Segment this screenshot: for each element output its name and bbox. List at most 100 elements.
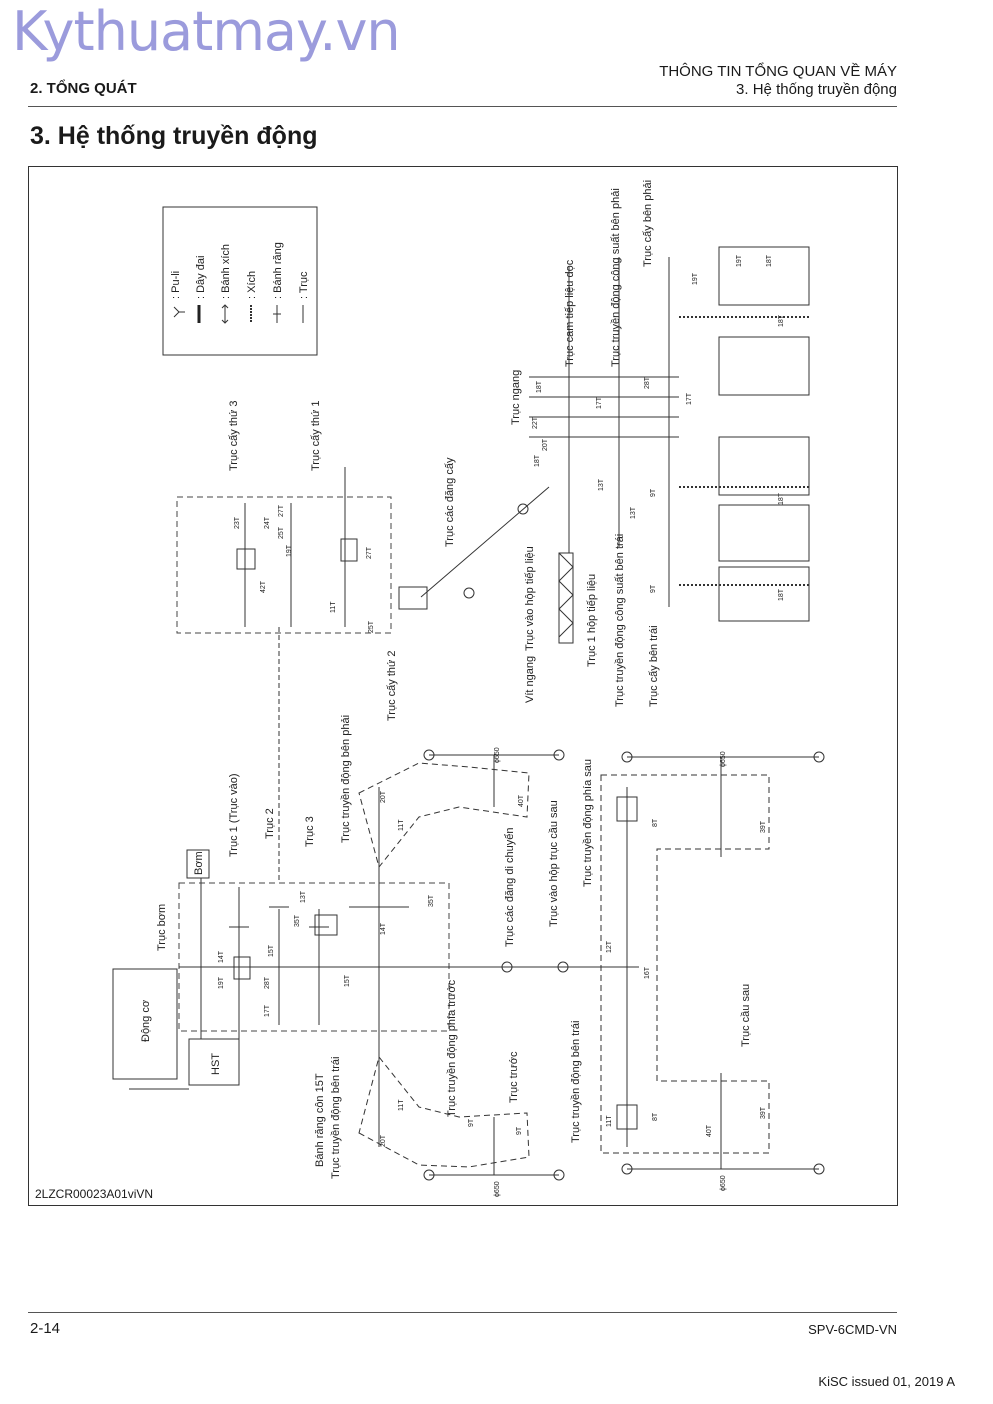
gear-mark: 11T — [398, 819, 405, 831]
gear-mark: 15T — [344, 974, 351, 987]
gear-marks: 19T 14T 17T 28T 15T 35T 13T 15T 14T 35T … — [218, 254, 785, 1197]
right-planter-shaft-label: Trục cấy bên phải — [642, 180, 654, 267]
planter-arms — [679, 246, 810, 622]
gear-mark: 8T — [652, 818, 659, 827]
gear-mark: 12T — [606, 940, 613, 953]
legend-sprocket-label: : Bánh xích — [220, 244, 232, 299]
gear-mark: 9T — [468, 1118, 475, 1127]
gear-mark: 11T — [330, 601, 337, 613]
gear-mark: 19T — [736, 254, 743, 267]
shaft1-label: Trục 1 (Trục vào) — [228, 773, 240, 857]
planting-case — [176, 496, 392, 634]
legend-gear-label: : Bánh răng — [272, 242, 284, 299]
gear-mark: 25T — [278, 526, 285, 539]
gear-mark: 39T — [760, 1106, 767, 1119]
gear-mark: 28T — [264, 976, 271, 989]
gear-mark: 13T — [630, 506, 637, 519]
gear-mark: 27T — [366, 546, 373, 559]
gear-mark: 18T — [778, 314, 785, 327]
gear-mark: 27T — [278, 504, 285, 517]
travel-cardan-label: Trục các đăng di chuyển — [504, 828, 516, 947]
gear-mark: 22T — [532, 416, 539, 429]
engine-block: Động cơ HST Bơm — [112, 849, 240, 1090]
gear-mark: 14T — [218, 950, 225, 963]
gear-mark: 11T — [606, 1115, 613, 1127]
page-title: 3. Hệ thống truyền động — [30, 122, 318, 150]
planter-cardan-label: Trục các đăng cấy — [444, 457, 456, 547]
subsection-title: 3. Hệ thống truyền động — [736, 81, 897, 98]
shaft2-label: Trục 2 — [264, 808, 276, 839]
gear-mark: 18T — [766, 254, 773, 267]
planting-labels: Trục cấy thứ 3 Trục cấy thứ 1 Trục cấy t… — [228, 180, 660, 721]
gear-mark: 8T — [652, 1112, 659, 1121]
gear-mark: 20T — [380, 1134, 387, 1147]
gear-mark: 15T — [268, 944, 275, 957]
pump-shaft-label: Trục bơm — [156, 904, 168, 951]
gear-mark: 42T — [260, 580, 267, 593]
transmission-gears — [179, 887, 639, 1027]
gear-mark: 9T — [650, 584, 657, 593]
rear-axle-label: Trục cầu sau — [740, 984, 752, 1047]
transmission-labels: Trục bơm Trục 1 (Trục vào) Trục 2 Trục 3… — [156, 715, 752, 1179]
gear-mark: 19T — [218, 976, 225, 989]
header-divider — [28, 106, 897, 107]
chapter-title: THÔNG TIN TỔNG QUAN VỀ MÁY — [659, 63, 897, 80]
gear-mark: 20T — [380, 790, 387, 803]
feed-box-input-label: Trục vào hộp tiếp liệu — [524, 546, 536, 651]
gear-mark: 18T — [778, 588, 785, 601]
gear-mark: 17T — [596, 396, 603, 409]
gear-mark: 13T — [598, 478, 605, 491]
horizontal-screw-label: Vít ngang — [524, 656, 536, 703]
bevel-gear-label: Bánh răng côn 15T — [314, 1073, 326, 1167]
planting-gears — [236, 467, 550, 883]
legend: : Pu-li : Dây đai : Bánh xích : Xích : B… — [162, 206, 318, 356]
legend-chain-label: : Xích — [246, 271, 258, 299]
gear-mark: 20T — [542, 438, 549, 451]
gear-mark: 13T — [300, 890, 307, 903]
shaft3-label: Trục 3 — [304, 816, 316, 847]
legend-shaft-label: : Trục — [298, 271, 310, 299]
footer-divider — [28, 1312, 897, 1313]
engine-label: Động cơ — [140, 1000, 152, 1042]
gear-mark: 18T — [536, 380, 543, 393]
gear-mark: 17T — [264, 1004, 271, 1017]
gear-mark: 24T — [264, 516, 271, 529]
gear-mark: 23T — [234, 516, 241, 529]
gear-mark: 11T — [398, 1099, 405, 1111]
horizontal-shaft-label: Trục ngang — [510, 370, 522, 425]
front-axle — [358, 749, 565, 1181]
feed-box — [529, 257, 679, 644]
left-planter-shaft-label: Trục cấy bên trái — [648, 625, 660, 707]
front-drive-shaft-label: Trục truyền động phía trước — [446, 979, 458, 1117]
travel-cardan — [501, 961, 569, 973]
page-number: 2-14 — [30, 1320, 61, 1337]
legend-pulley-label: : Pu-li — [170, 271, 182, 299]
rear-left-drive-label: Trục truyền động bên trái — [570, 1021, 582, 1144]
gear-mark: 18T — [778, 492, 785, 505]
pulley-icon — [173, 306, 185, 318]
gear-mark: 14T — [380, 922, 387, 935]
planter-shaft-3-label: Trục cấy thứ 3 — [228, 400, 240, 471]
gear-mark: 40T — [518, 794, 525, 807]
gear-mark: 9T — [650, 488, 657, 497]
section-header: 2. TỔNG QUÁT — [30, 80, 137, 97]
document-code: SPV-6CMD-VN — [808, 1322, 897, 1337]
sprocket-icon — [221, 304, 229, 324]
diameter-mark: ϕ650 — [720, 751, 727, 767]
gear-mark: 35T — [294, 914, 301, 927]
left-drive-shaft-label: Trục truyền động bên trái — [330, 1057, 342, 1180]
planter-shaft-1-label: Trục cấy thứ 1 — [310, 400, 322, 471]
gear-mark: 39T — [760, 820, 767, 833]
issue-info: KiSC issued 01, 2019 A — [818, 1374, 955, 1389]
feed-cam-label: Trục cam tiếp liệu dọc — [564, 259, 576, 367]
gear-mark: 25T — [368, 620, 375, 633]
transmission-case — [178, 882, 450, 1032]
gear-mark: 28T — [644, 376, 651, 389]
diameter-mark: ϕ650 — [494, 747, 501, 763]
diagram-svg: : Pu-li : Dây đai : Bánh xích : Xích : B… — [112, 180, 825, 1197]
front-axle-label: Trục trước — [508, 1051, 520, 1103]
hst-label: HST — [210, 1053, 222, 1075]
gear-mark: 19T — [286, 544, 293, 557]
drivetrain-diagram: : Pu-li : Dây đai : Bánh xích : Xích : B… — [28, 166, 898, 1206]
pump-label: Bơm — [193, 851, 205, 875]
